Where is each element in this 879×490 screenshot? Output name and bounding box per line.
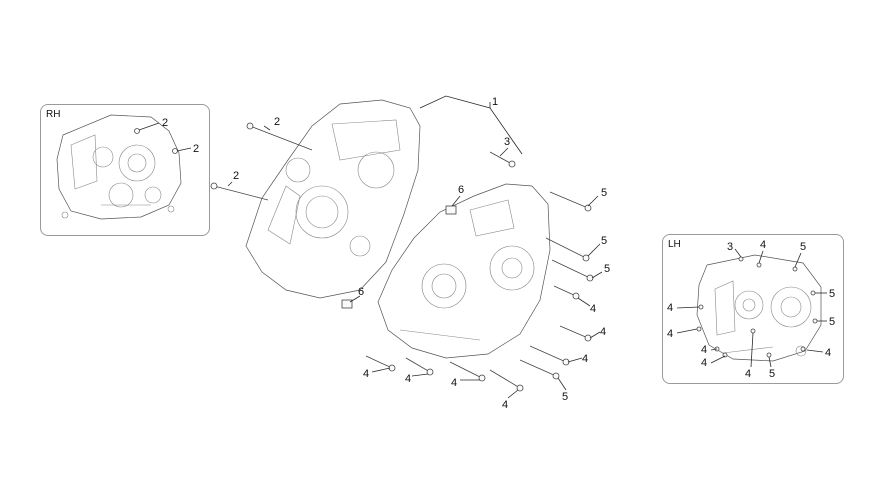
callout-5-c: 5 bbox=[604, 263, 610, 275]
lh-callout-4-bottom-b: 4 bbox=[701, 357, 707, 369]
callout-1: 1 bbox=[492, 96, 498, 108]
callout-4-bottom-a: 4 bbox=[363, 368, 369, 380]
callout-2-upper: 2 bbox=[274, 116, 280, 128]
lh-callout-4-left-lower: 4 bbox=[667, 328, 673, 340]
lh-callout-5-top: 5 bbox=[800, 241, 806, 253]
bolt-rh-lower bbox=[213, 185, 269, 201]
lh-callout-4-bottom-a: 4 bbox=[701, 344, 707, 356]
callout-4-right-b: 4 bbox=[600, 326, 606, 338]
dowel-upper bbox=[445, 205, 457, 215]
callout-5-b: 5 bbox=[601, 235, 607, 247]
callout-3: 3 bbox=[504, 136, 510, 148]
lh-callout-4-right: 4 bbox=[825, 347, 831, 359]
callout-4-bottom-c: 4 bbox=[451, 377, 457, 389]
rh-crankcase-drawing: 2 2 bbox=[56, 114, 199, 220]
callout-4-right-c: 4 bbox=[582, 353, 588, 365]
callout-4-right-a: 4 bbox=[590, 303, 596, 315]
lh-callout-4-top: 4 bbox=[760, 239, 766, 251]
lh-callout-4-left-upper: 4 bbox=[667, 302, 673, 314]
rh-inset-panel: RH 2 2 bbox=[40, 104, 210, 236]
callout-6-upper: 6 bbox=[458, 184, 464, 196]
callout-6-lower: 6 bbox=[358, 286, 364, 298]
bolt-set-right bbox=[519, 191, 594, 380]
callout-4-bottom-b: 4 bbox=[405, 373, 411, 385]
bolt-rh-upper bbox=[249, 125, 313, 151]
lh-callout-5-bottom: 5 bbox=[769, 368, 775, 380]
lh-callout-3: 3 bbox=[727, 241, 733, 253]
lh-inset-panel: LH 3 4 5 5 bbox=[662, 234, 844, 384]
rh-callout-2b: 2 bbox=[193, 143, 199, 155]
callout-4-bottom-d: 4 bbox=[502, 399, 508, 411]
rh-callout-2a: 2 bbox=[162, 117, 168, 129]
bolt-set-bottom bbox=[365, 355, 524, 392]
lh-callout-5-right-upper: 5 bbox=[829, 288, 835, 300]
lh-callout-5-right-lower: 5 bbox=[829, 316, 835, 328]
callout-5-a: 5 bbox=[601, 187, 607, 199]
callout-5-bottom: 5 bbox=[562, 391, 568, 403]
lh-inset-label: LH bbox=[668, 239, 681, 250]
lh-crankcase-half bbox=[377, 183, 551, 359]
bolt-3 bbox=[489, 151, 513, 165]
rh-crankcase-half bbox=[245, 99, 421, 299]
lh-crankcase-drawing: 3 4 5 5 5 4 4 4 4 4 4 5 bbox=[667, 239, 835, 380]
lh-callout-4-bottom-c: 4 bbox=[745, 368, 751, 380]
dowel-lower bbox=[341, 299, 353, 309]
rh-inset-label: RH bbox=[46, 109, 61, 120]
callout-2-lower: 2 bbox=[233, 170, 239, 182]
